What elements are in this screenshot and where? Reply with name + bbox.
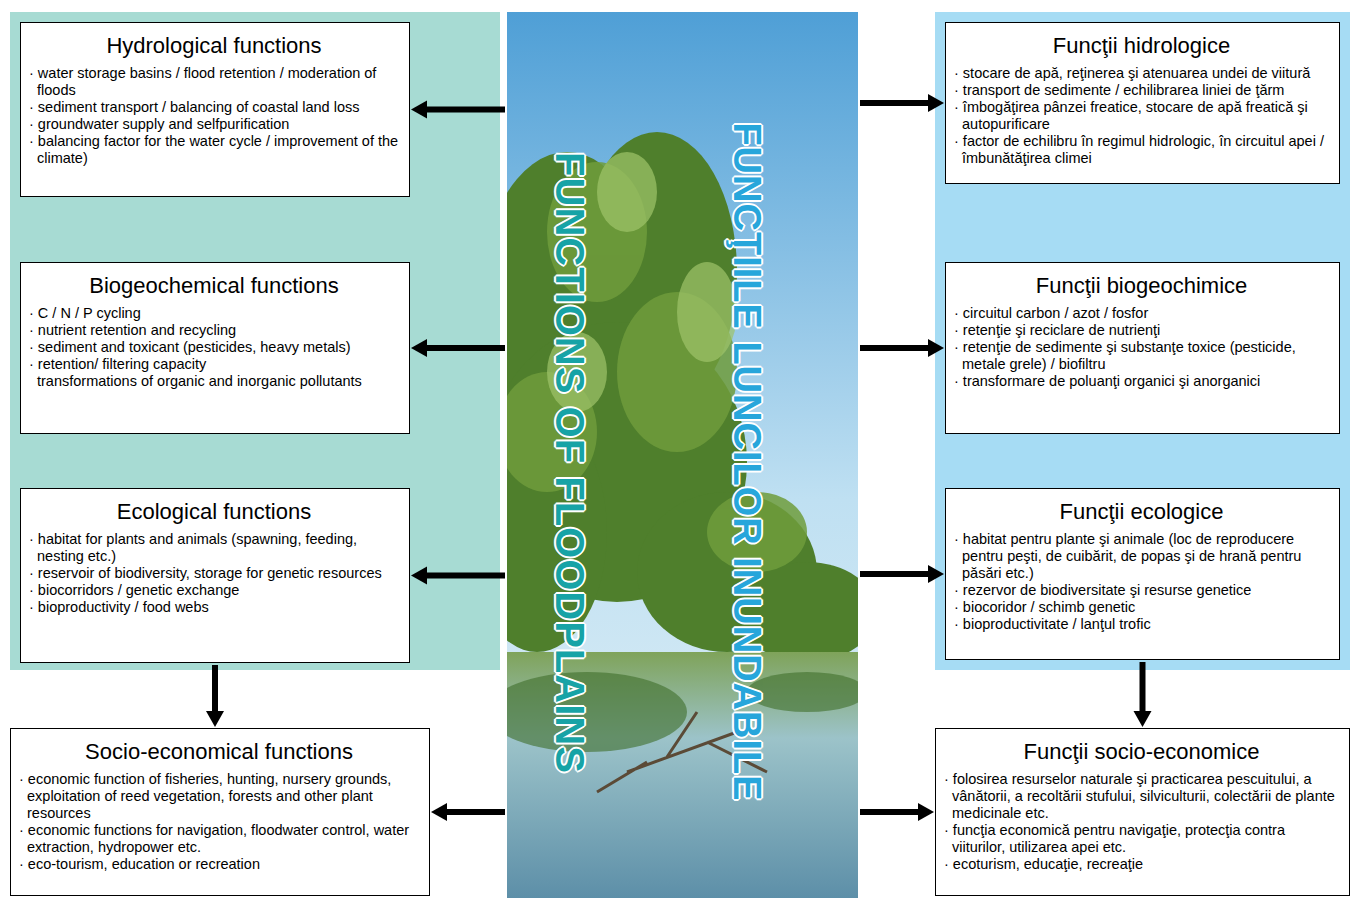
arrow-connector xyxy=(411,567,505,585)
bullet-item: · retenţie şi reciclare de nutrienţi xyxy=(954,322,1329,339)
bullet-item: · sediment transport / balancing of coas… xyxy=(29,99,399,116)
arrow-head xyxy=(928,565,944,583)
bullet-item: · groundwater supply and selfpurificatio… xyxy=(29,116,399,133)
arrow-line xyxy=(1140,662,1146,713)
arrow-head xyxy=(918,803,934,821)
arrow-connector xyxy=(860,803,934,821)
arrow-head xyxy=(206,711,224,727)
bullet-item: · îmbogăţirea pânzei freatice, stocare d… xyxy=(954,99,1329,133)
arrow-connector xyxy=(431,803,505,821)
arrow-line xyxy=(425,573,505,579)
box-heading: Ecological functions xyxy=(29,499,399,525)
arrow-line xyxy=(860,100,930,106)
arrow-line xyxy=(425,345,505,351)
function-box: Funcţii socio-economice · folosirea resur… xyxy=(935,728,1350,896)
bullet-item: · habitat for plants and animals (spawni… xyxy=(29,531,399,565)
box-heading: Socio-economical functions xyxy=(19,739,419,765)
bullet-item: · nutrient retention and recycling xyxy=(29,322,399,339)
box-heading: Funcţii socio-economice xyxy=(944,739,1339,765)
bullet-item: · economic functions for navigation, flo… xyxy=(19,822,419,856)
arrow-line xyxy=(425,107,505,113)
vertical-title: FUNCŢIILE LUNCILOR INUNDABILE xyxy=(728,122,766,801)
bullet-item: · circuitul carbon / azot / fosfor xyxy=(954,305,1329,322)
function-box: Ecological functions · habitat for plants… xyxy=(20,488,410,663)
arrow-head xyxy=(928,339,944,357)
vertical-title: FUNCTIONS OF FLOODPLAINS xyxy=(550,152,590,774)
bullet-item: · retenţie de sedimente şi substanţe tox… xyxy=(954,339,1329,373)
function-box: Funcţii hidrologice · stocare de apă, reţ… xyxy=(945,22,1340,184)
bullet-item: · stocare de apă, reţinerea şi atenuarea… xyxy=(954,65,1329,82)
bullet-item: · reservoir of biodiversity, storage for… xyxy=(29,565,399,582)
bullet-item: · factor de echilibru în regimul hidrolo… xyxy=(954,133,1329,167)
function-box: Socio-economical functions · economic fun… xyxy=(10,728,430,896)
arrow-head xyxy=(411,339,427,357)
function-box: Hydrological functions · water storage ba… xyxy=(20,22,410,197)
function-box: Funcţii biogeochimice · circuitul carbon … xyxy=(945,262,1340,434)
box-heading: Funcţii biogeochimice xyxy=(954,273,1329,299)
box-heading: Hydrological functions xyxy=(29,33,399,59)
bullet-item: · water storage basins / flood retention… xyxy=(29,65,399,99)
arrow-connector xyxy=(860,339,944,357)
arrow-head xyxy=(431,803,447,821)
bullet-item: · biocorridors / genetic exchange xyxy=(29,582,399,599)
arrow-head xyxy=(1134,711,1152,727)
arrow-connector xyxy=(860,565,944,583)
bullet-item: · eco-tourism, education or recreation xyxy=(19,856,419,873)
photo-band: FUNCTIONS OF FLOODPLAINS FUNCŢIILE LUNCIL… xyxy=(507,12,858,898)
arrow-line xyxy=(860,345,930,351)
bullet-item: · bioproductivitate / lanţul trofic xyxy=(954,616,1329,633)
box-heading: Biogeochemical functions xyxy=(29,273,399,299)
bullet-item: · bioproductivity / food webs xyxy=(29,599,399,616)
bullet-item: · balancing factor for the water cycle /… xyxy=(29,133,399,167)
arrow-connector xyxy=(411,339,505,357)
arrow-head xyxy=(928,94,944,112)
bullet-item: · C / N / P cycling xyxy=(29,305,399,322)
bullet-item: · rezervor de biodiversitate şi resurse … xyxy=(954,582,1329,599)
bullet-item: · ecoturism, educaţie, recreaţie xyxy=(944,856,1339,873)
arrow-line xyxy=(212,665,218,713)
arrow-connector xyxy=(411,101,505,119)
arrow-line xyxy=(445,809,505,815)
bullet-item: · biocoridor / schimb genetic xyxy=(954,599,1329,616)
bullet-item: · transformare de poluanţi organici şi a… xyxy=(954,373,1329,390)
arrow-head xyxy=(411,101,427,119)
arrow-connector xyxy=(1134,662,1152,727)
arrow-head xyxy=(411,567,427,585)
box-heading: Funcţii ecologice xyxy=(954,499,1329,525)
function-box: Biogeochemical functions · C / N / P cycl… xyxy=(20,262,410,434)
arrow-line xyxy=(860,571,930,577)
arrow-connector xyxy=(206,665,224,727)
bullet-item: · funcţia economică pentru navigaţie, pr… xyxy=(944,822,1339,856)
bullet-item: · economic function of fisheries, huntin… xyxy=(19,771,419,822)
arrow-connector xyxy=(860,94,944,112)
function-box: Funcţii ecologice · habitat pentru plante… xyxy=(945,488,1340,660)
bullet-item: · retention/ filtering capacity xyxy=(29,356,399,373)
arrow-line xyxy=(860,809,920,815)
bullet-item: · transport de sedimente / echilibrarea … xyxy=(954,82,1329,99)
bullet-item: · habitat pentru plante şi animale (loc … xyxy=(954,531,1329,582)
box-heading: Funcţii hidrologice xyxy=(954,33,1329,59)
bullet-item: · sediment and toxicant (pesticides, hea… xyxy=(29,339,399,356)
bullet-item: · folosirea resurselor naturale şi pract… xyxy=(944,771,1339,822)
bullet-item: transformations of organic and inorganic… xyxy=(29,373,399,390)
